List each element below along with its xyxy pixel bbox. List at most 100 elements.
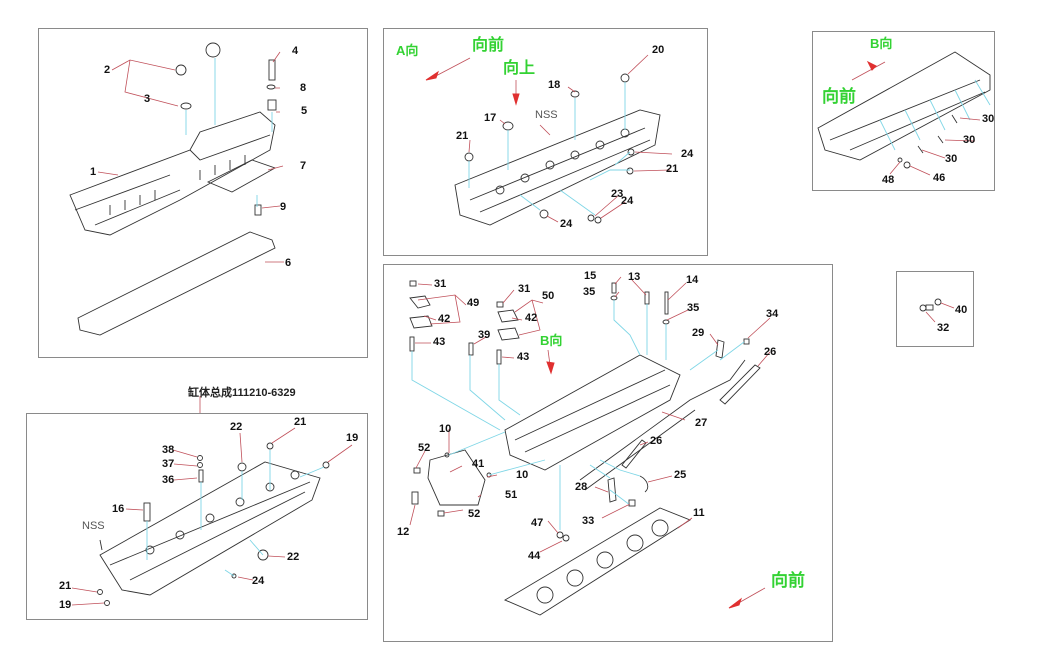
callout-18: 18: [548, 79, 561, 91]
panel-valve-cover: [38, 28, 368, 358]
callout-6: 6: [285, 257, 292, 269]
callout-26a: 26: [764, 346, 777, 358]
view-a-label: A向: [396, 43, 419, 58]
callout-48: 48: [882, 174, 895, 186]
callout-22a: 22: [230, 421, 243, 433]
manifold-gasket-part: [579, 359, 746, 491]
callout-47: 47: [531, 517, 544, 529]
callout-42b: 42: [525, 312, 538, 324]
callout-30c: 30: [945, 153, 958, 165]
assy-nss: NSS: [82, 520, 105, 532]
callout-44: 44: [528, 550, 541, 562]
callout-14: 14: [686, 274, 699, 286]
callout-26b: 26: [650, 435, 663, 447]
callout-4: 4: [292, 45, 299, 57]
callout-38: 38: [162, 444, 175, 456]
view-b-label: B向: [870, 36, 893, 51]
callout-16: 16: [112, 503, 125, 515]
panel-main-exploded: [383, 264, 833, 642]
callout-52b: 52: [468, 508, 481, 520]
callout-40: 40: [955, 304, 968, 316]
callout-21d: 21: [59, 580, 72, 592]
callout-7: 7: [300, 160, 307, 172]
callout-22b: 22: [287, 551, 300, 563]
callout-39: 39: [478, 329, 491, 341]
gasket-part: [77, 231, 276, 336]
view-b-front-label: 向前: [822, 87, 856, 106]
callout-42a: 42: [438, 313, 451, 325]
callout-27: 27: [695, 417, 708, 429]
valve-cover-part: [69, 111, 276, 236]
callout-46: 46: [933, 172, 946, 184]
panel-small-detail: [896, 271, 974, 347]
callout-32: 32: [937, 322, 950, 334]
callout-24d: 24: [252, 575, 265, 587]
callout-34: 34: [766, 308, 779, 320]
callout-35b: 35: [687, 302, 700, 314]
callout-23: 23: [611, 188, 624, 200]
callout-28: 28: [575, 481, 588, 493]
callout-35a: 35: [583, 286, 596, 298]
callout-2: 2: [104, 64, 111, 76]
callout-11: 11: [693, 507, 705, 519]
callout-13: 13: [628, 271, 641, 283]
callout-37: 37: [162, 458, 175, 470]
direction-front-arrow-main: [728, 597, 742, 609]
callout-30b: 30: [963, 134, 976, 146]
callout-36: 36: [162, 474, 175, 486]
main-cylinder-head-part: [504, 354, 681, 471]
callout-12: 12: [397, 526, 410, 538]
callout-21b: 21: [666, 163, 679, 175]
main-front-label: 向前: [771, 571, 805, 590]
head-gasket-part: [504, 507, 691, 616]
cylinder-head-side-part: [817, 51, 991, 161]
view-a-up-label: 向上: [503, 60, 536, 77]
cylinder-head-part: [454, 109, 661, 226]
direction-up-arrow: [512, 93, 520, 106]
callout-1: 1: [90, 166, 97, 178]
callout-31a: 31: [434, 278, 447, 290]
callout-19a: 19: [346, 432, 359, 444]
direction-b-arrow: [546, 361, 555, 375]
view-a-nss: NSS: [535, 109, 558, 121]
callout-19b: 19: [59, 599, 72, 611]
callout-43b: 43: [517, 351, 530, 363]
callout-20: 20: [652, 44, 665, 56]
callout-21a: 21: [456, 130, 469, 142]
callout-15: 15: [584, 270, 597, 282]
assembly-title: 缸体总成111210-6329: [188, 387, 296, 399]
callout-30a: 30: [982, 113, 995, 125]
callout-43a: 43: [433, 336, 446, 348]
cylinder-head-block-part: [99, 461, 321, 596]
panel-cylinder-head-assy: [26, 413, 368, 620]
callout-5: 5: [301, 105, 308, 117]
callout-24c: 24: [621, 195, 634, 207]
callout-33: 33: [582, 515, 595, 527]
callout-9: 9: [280, 201, 287, 213]
callout-21c: 21: [294, 416, 307, 428]
callout-3: 3: [144, 93, 151, 105]
callout-52a: 52: [418, 442, 431, 454]
callout-49: 49: [467, 297, 480, 309]
callout-41: 41: [472, 458, 485, 470]
direction-front-arrow-b: [866, 60, 877, 71]
callout-25: 25: [674, 469, 687, 481]
callout-24a: 24: [681, 148, 694, 160]
callout-51: 51: [505, 489, 518, 501]
callout-31b: 31: [518, 283, 531, 295]
direction-front-arrow: [425, 70, 439, 81]
callout-10a: 10: [439, 423, 452, 435]
callout-50: 50: [542, 290, 555, 302]
callout-8: 8: [300, 82, 307, 94]
main-view-b-label: B向: [540, 333, 563, 348]
view-a-front-label: 向前: [472, 37, 505, 54]
callout-10b: 10: [516, 469, 529, 481]
callout-24b: 24: [560, 218, 573, 230]
callout-29: 29: [692, 327, 705, 339]
